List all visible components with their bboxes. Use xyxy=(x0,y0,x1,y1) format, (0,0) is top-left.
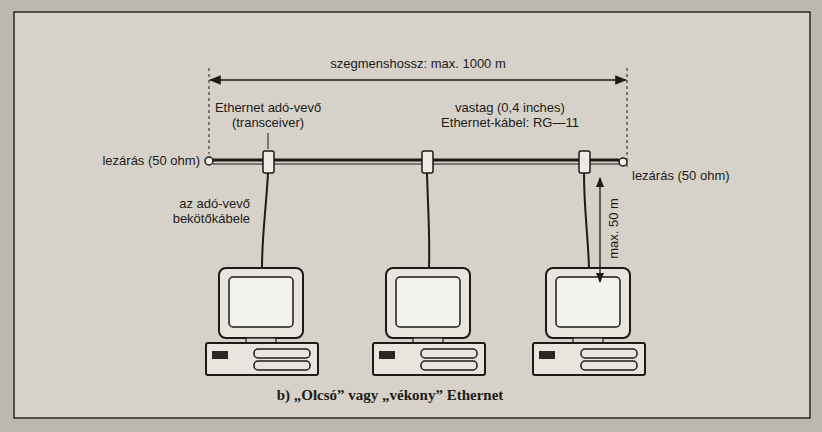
terminator-label: lezárás (50 ohm) xyxy=(60,153,200,168)
dimension-label: szegmenshossz: max. 1000 m xyxy=(330,56,506,71)
drop-cable-label: az adó-vevő bekötőkábele xyxy=(110,196,250,226)
figure-caption: b) „Olcsó” vagy „vékony” Ethernet xyxy=(277,388,504,403)
terminator-label: lezárás (50 ohm) xyxy=(632,168,772,183)
length-label: max. 50 m xyxy=(606,189,621,269)
cable-label: vastag (0,4 inches) Ethernet-kábel: RG—1… xyxy=(430,100,590,130)
transceiver-label: Ethernet adó-vevő (transceiver) xyxy=(208,100,328,130)
